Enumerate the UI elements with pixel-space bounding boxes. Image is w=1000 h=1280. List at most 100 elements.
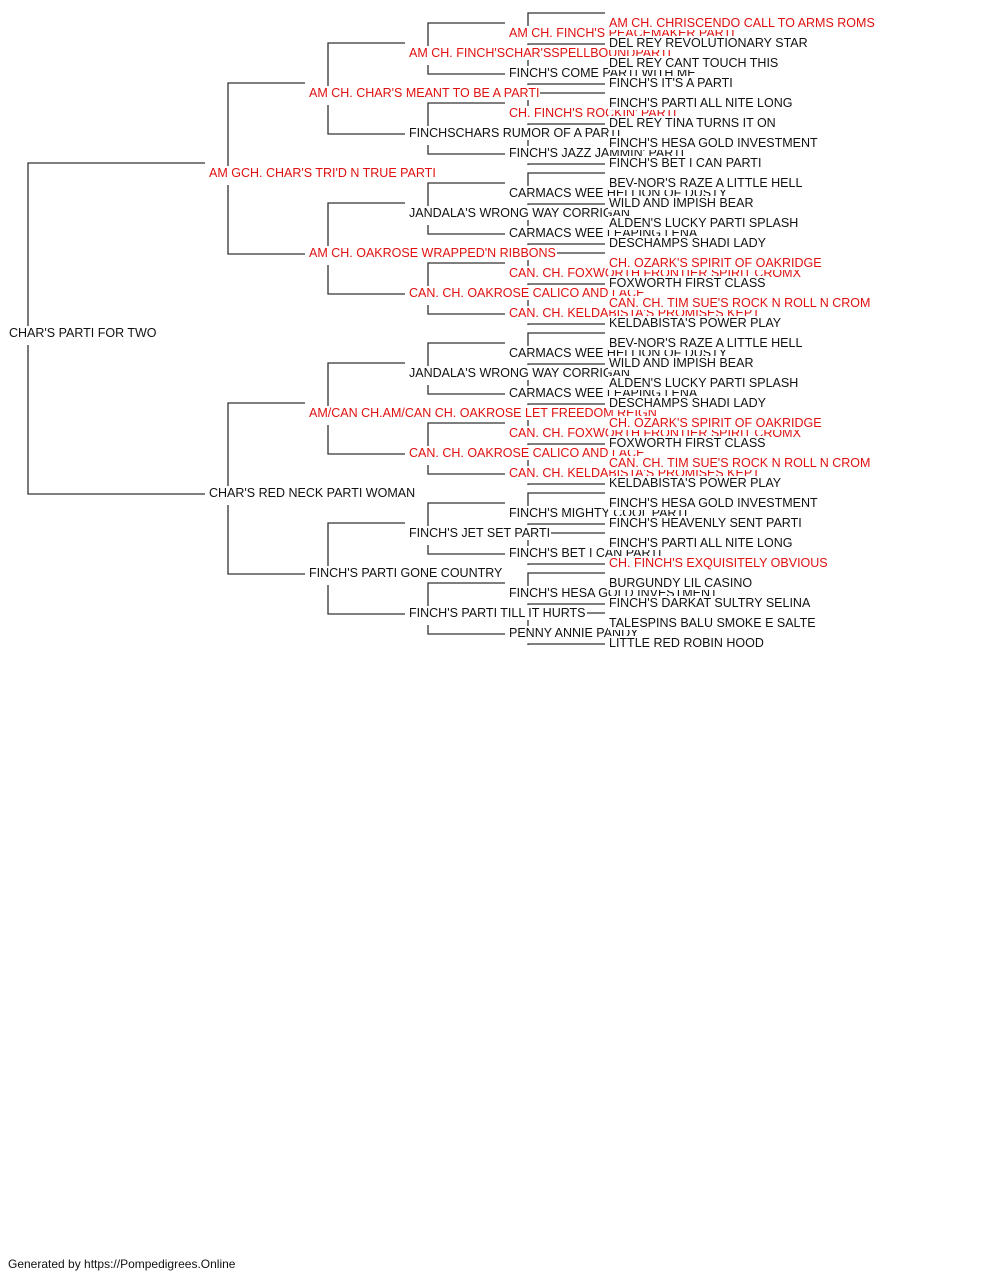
- connector-line: [527, 172, 605, 192]
- connector-line: [327, 202, 405, 252]
- dog-name-gen1: AM GCH. CHAR'S TRI'D N TRUE PARTI: [208, 166, 437, 180]
- connector-line: [327, 522, 405, 572]
- connector-line: [427, 625, 505, 635]
- connector-line: [427, 545, 505, 555]
- dog-name-gen5: FINCH'S HEAVENLY SENT PARTI: [608, 516, 803, 530]
- connector-line: [527, 283, 605, 285]
- connector-line: [527, 43, 605, 45]
- dog-name-gen2: AM CH. OAKROSE WRAPPED'N RIBBONS: [308, 246, 557, 260]
- connector-line: [327, 425, 405, 455]
- connector-line: [227, 505, 305, 575]
- connector-line: [427, 225, 505, 235]
- connector-line: [327, 362, 405, 412]
- connector-line: [427, 65, 505, 75]
- connector-line: [527, 603, 605, 605]
- connector-line: [527, 643, 605, 645]
- connector-line: [527, 363, 605, 365]
- dog-name-gen5: LITTLE RED ROBIN HOOD: [608, 636, 765, 650]
- connector-line: [327, 585, 405, 615]
- dog-name-gen5: DESCHAMPS SHADI LADY: [608, 396, 767, 410]
- dog-name-gen5: CH. OZARK'S SPIRIT OF OAKRIDGE: [608, 416, 823, 430]
- dog-name-gen2: AM CH. CHAR'S MEANT TO BE A PARTI: [308, 86, 541, 100]
- dog-name-gen4: PENNY ANNIE PANDY: [508, 626, 640, 640]
- dog-name-gen5: CH. FINCH'S EXQUISITELY OBVIOUS: [608, 556, 829, 570]
- connector-line: [327, 265, 405, 295]
- dog-name-gen0: CHAR'S PARTI FOR TWO: [8, 326, 158, 340]
- connector-line: [527, 243, 605, 245]
- dog-name-gen5: CAN. CH. TIM SUE'S ROCK N ROLL N CROM: [608, 296, 872, 310]
- connector-line: [427, 22, 505, 52]
- connector-line: [527, 83, 605, 85]
- connector-line: [327, 42, 405, 92]
- connector-line: [427, 102, 505, 132]
- dog-name-gen5: KELDABISTA'S POWER PLAY: [608, 476, 783, 490]
- connector-line: [527, 563, 605, 565]
- dog-name-gen5: FINCH'S PARTI ALL NITE LONG: [608, 536, 794, 550]
- connector-line: [527, 403, 605, 405]
- dog-name-gen5: DESCHAMPS SHADI LADY: [608, 236, 767, 250]
- connector-line: [227, 82, 305, 172]
- connector-line: [527, 203, 605, 205]
- dog-name-gen5: TALESPINS BALU SMOKE E SALTE: [608, 616, 817, 630]
- dog-name-gen5: BURGUNDY LIL CASINO: [608, 576, 754, 590]
- dog-name-gen5: KELDABISTA'S POWER PLAY: [608, 316, 783, 330]
- connector-line: [427, 465, 505, 475]
- dog-name-gen5: FINCH'S DARKAT SULTRY SELINA: [608, 596, 812, 610]
- connector-line: [427, 582, 505, 612]
- dog-name-gen5: FOXWORTH FIRST CLASS: [608, 276, 767, 290]
- dog-name-gen3: FINCH'S PARTI TILL IT HURTS: [408, 606, 587, 620]
- connector-line: [527, 492, 605, 512]
- dog-name-gen5: FOXWORTH FIRST CLASS: [608, 436, 767, 450]
- dog-name-gen5: CH. OZARK'S SPIRIT OF OAKRIDGE: [608, 256, 823, 270]
- connector-line: [527, 443, 605, 445]
- dog-name-gen3: JANDALA'S WRONG WAY CORRIGAN: [408, 366, 631, 380]
- dog-name-gen3: CAN. CH. OAKROSE CALICO AND LACE: [408, 286, 646, 300]
- connector-line: [527, 483, 605, 485]
- connector-line: [527, 163, 605, 165]
- connector-line: [527, 123, 605, 125]
- dog-name-gen5: FINCH'S HESA GOLD INVESTMENT: [608, 496, 819, 510]
- dog-name-gen5: DEL REY CANT TOUCH THIS: [608, 56, 780, 70]
- dog-name-gen5: ALDEN'S LUCKY PARTI SPLASH: [608, 376, 800, 390]
- dog-name-gen2: FINCH'S PARTI GONE COUNTRY: [308, 566, 504, 580]
- connector-line: [527, 332, 605, 352]
- dog-name-gen5: CAN. CH. TIM SUE'S ROCK N ROLL N CROM: [608, 456, 872, 470]
- dog-name-gen5: BEV-NOR'S RAZE A LITTLE HELL: [608, 336, 804, 350]
- dog-name-gen5: BEV-NOR'S RAZE A LITTLE HELL: [608, 176, 804, 190]
- dog-name-gen5: FINCH'S PARTI ALL NITE LONG: [608, 96, 794, 110]
- generator-credit: Generated by https://Pompedigrees.Online: [8, 1257, 236, 1271]
- dog-name-gen5: ALDEN'S LUCKY PARTI SPLASH: [608, 216, 800, 230]
- connector-line: [27, 345, 205, 495]
- dog-name-gen5: AM CH. CHRISCENDO CALL TO ARMS ROMS: [608, 16, 876, 30]
- connector-line: [427, 502, 505, 532]
- dog-name-gen5: WILD AND IMPISH BEAR: [608, 196, 755, 210]
- dog-name-gen5: DEL REY REVOLUTIONARY STAR: [608, 36, 809, 50]
- dog-name-gen3: FINCH'S JET SET PARTI: [408, 526, 552, 540]
- connector-line: [227, 402, 305, 492]
- connector-line: [427, 422, 505, 452]
- dog-name-gen3: JANDALA'S WRONG WAY CORRIGAN: [408, 206, 631, 220]
- connector-line: [327, 105, 405, 135]
- dog-name-gen3: FINCHSCHARS RUMOR OF A PARTI: [408, 126, 622, 140]
- connector-line: [527, 12, 605, 32]
- connector-line: [27, 162, 205, 332]
- dog-name-gen2: AM/CAN CH.AM/CAN CH. OAKROSE LET FREEDOM…: [308, 406, 658, 420]
- connector-line: [427, 182, 505, 212]
- connector-line: [427, 385, 505, 395]
- connector-line: [427, 305, 505, 315]
- connector-line: [527, 572, 605, 592]
- dog-name-gen5: FINCH'S HESA GOLD INVESTMENT: [608, 136, 819, 150]
- dog-name-gen5: FINCH'S IT'S A PARTI: [608, 76, 734, 90]
- dog-name-gen5: WILD AND IMPISH BEAR: [608, 356, 755, 370]
- connector-line: [427, 342, 505, 372]
- dog-name-gen3: CAN. CH. OAKROSE CALICO AND LACE: [408, 446, 646, 460]
- dog-name-gen1: CHAR'S RED NECK PARTI WOMAN: [208, 486, 417, 500]
- connector-line: [527, 523, 605, 525]
- dog-name-gen5: DEL REY TINA TURNS IT ON: [608, 116, 777, 130]
- dog-name-gen5: FINCH'S BET I CAN PARTI: [608, 156, 763, 170]
- connector-line: [427, 145, 505, 155]
- connector-line: [427, 262, 505, 292]
- connector-line: [527, 323, 605, 325]
